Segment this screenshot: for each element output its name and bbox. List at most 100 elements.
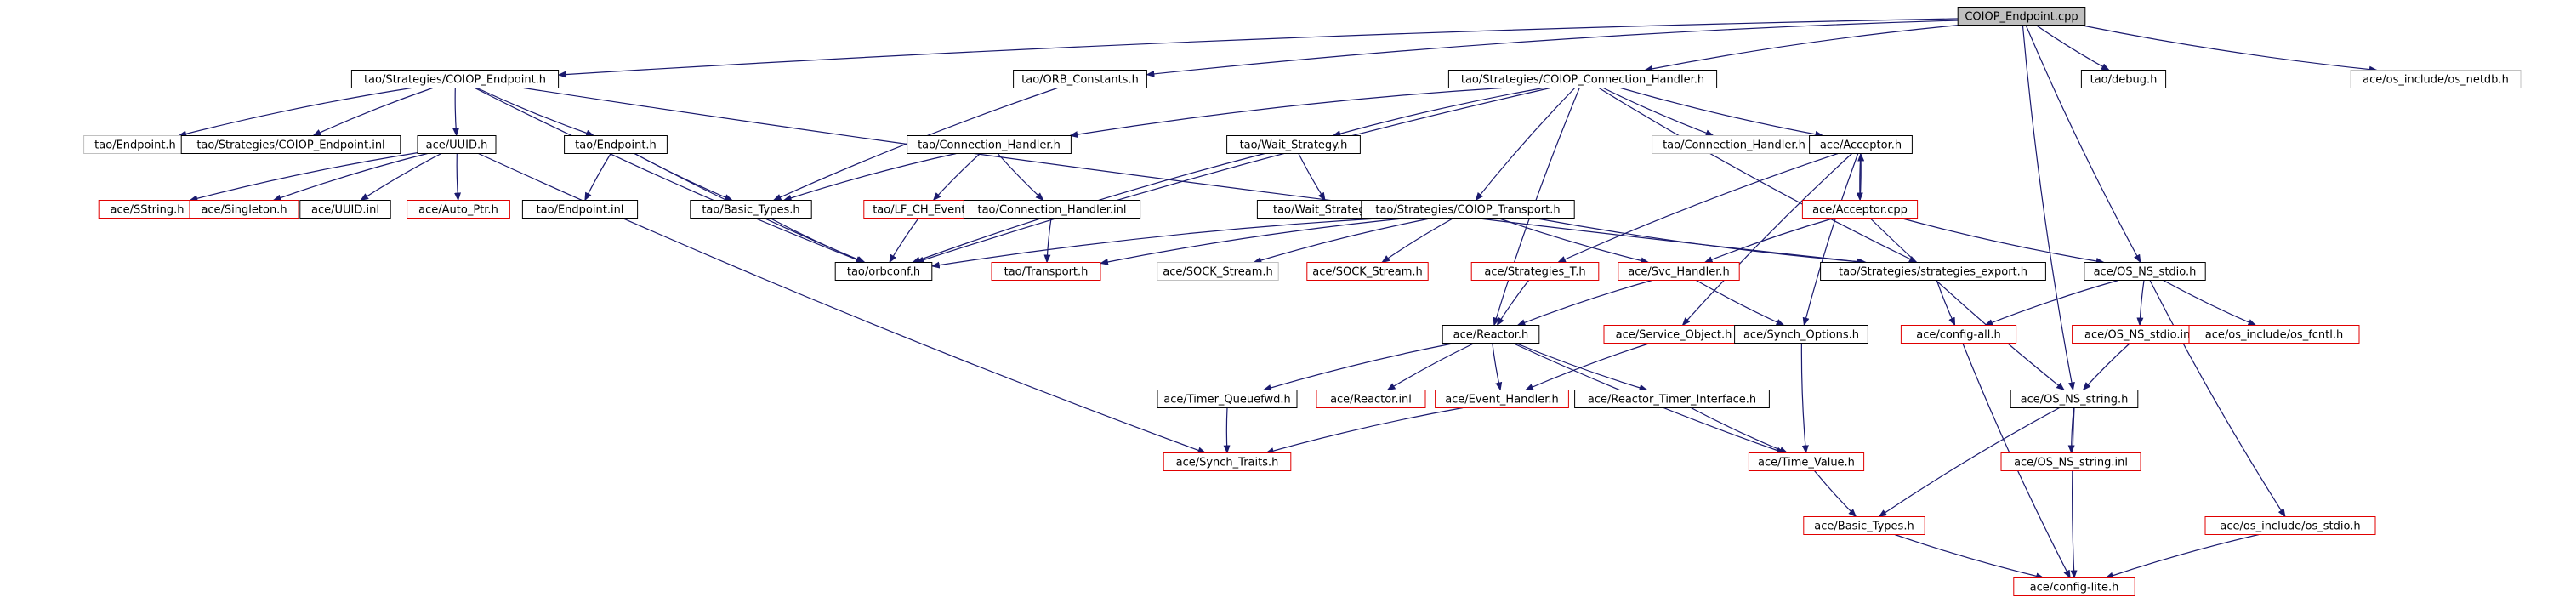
node-label: ace/Strategies_T.h [1484,266,1585,279]
node-os_netdb[interactable]: ace/os_include/os_netdb.h [2350,70,2522,88]
node-label: ace/UUID.h [426,139,488,152]
node-label: ace/os_include/os_netdb.h [2363,74,2509,87]
node-lf_ch_event[interactable]: tao/LF_CH_Event.h [863,200,986,219]
node-box [1820,262,2046,281]
node-orb_constants[interactable]: tao/ORB_Constants.h [1013,70,1147,88]
edge-acceptor_cpp-to-svc_handler_h [1703,217,1834,264]
node-box [834,262,933,281]
edge-acceptor_cpp-to-os_ns_stdio_h [1901,217,2105,265]
node-box [350,70,560,88]
node-label: ace/Singleton.h [201,204,287,217]
node-label: ace/SString.h [111,204,185,217]
edge-connection_handler_h-to-basic_types_tao [782,152,957,202]
node-transport_h[interactable]: tao/Transport.h [991,262,1101,281]
node-connection_handler_gray[interactable]: tao/Connection_Handler.h [1652,135,1817,154]
node-os_ns_stdio_h[interactable]: ace/OS_NS_stdio.h [2084,262,2206,281]
node-svc_handler_h[interactable]: ace/Svc_Handler.h [1618,262,1740,281]
node-box [1435,390,1569,408]
node-uuid_inl[interactable]: ace/UUID.inl [299,200,391,219]
edge-coiop_endpoint_h-to-tao_endpoint_h_gray [178,87,412,138]
node-box [1470,262,1600,281]
node-sstring_h[interactable]: ace/SString.h [98,200,196,219]
node-label: tao/Strategies/strategies_export.h [1839,266,2027,279]
edge-os_ns_stdio_h-to-config_all_h [1984,279,2119,327]
node-reactor_timer_iface[interactable]: ace/Reactor_Timer_Interface.h [1574,390,1770,408]
node-label: ace/OS_NS_stdio.inl [2084,329,2193,342]
node-endpoint_inl[interactable]: tao/Endpoint.inl [521,200,639,219]
edge-time_value_h-to-basic_types_ace [1814,470,1857,518]
node-event_handler_h[interactable]: ace/Event_Handler.h [1435,390,1569,408]
node-os_stdio_h[interactable]: ace/os_include/os_stdio.h [2204,516,2376,535]
edge-acceptor_h-to-synch_options_h [1802,153,1859,327]
node-strategies_t_h[interactable]: ace/Strategies_T.h [1470,262,1600,281]
node-os_ns_string_inl[interactable]: ace/OS_NS_string.inl [2000,452,2141,471]
node-strategies_export[interactable]: tao/Strategies/strategies_export.h [1820,262,2046,281]
node-tao_debug[interactable]: tao/debug.h [2080,70,2167,88]
node-box [2010,390,2139,408]
node-timer_queuefwd_h[interactable]: ace/Timer_Queuefwd.h [1157,390,1298,408]
node-connection_handler_h[interactable]: tao/Connection_Handler.h [907,135,1072,154]
node-label: tao/Wait_Strategy.h [1240,139,1348,152]
node-coiop_endpoint_inl[interactable]: tao/Strategies/COIOP_Endpoint.inl [180,135,401,154]
node-box [1734,325,1868,344]
node-singleton_h[interactable]: ace/Singleton.h [189,200,299,219]
edge-coiop_endpoint_h-to-coiop_endpoint_inl [312,87,433,137]
node-label: tao/Strategies/COIOP_Connection_Handler.… [1461,74,1704,87]
node-acceptor_cpp[interactable]: ace/Acceptor.cpp [1801,200,1919,219]
node-uuid_h[interactable]: ace/UUID.h [417,135,497,154]
node-box [1361,200,1575,219]
node-os_ns_stdio_inl[interactable]: ace/OS_NS_stdio.inl [2072,325,2206,344]
node-tao_endpoint_h[interactable]: tao/Endpoint.h [564,135,668,154]
edge-svc_handler_h-to-reactor_h [1516,279,1652,327]
node-config_all_h[interactable]: ace/config-all.h [1900,325,2017,344]
node-box [299,200,391,219]
node-label: ace/SOCK_Stream.h [1312,266,1423,279]
node-label: ace/config-all.h [1916,329,2001,342]
edge-acceptor_h-to-strategies_t_h [1557,152,1839,264]
edge-lf_ch_event-to-orbconf_h [889,218,919,264]
edge-os_ns_stdio_h-to-os_fcntl_h [2163,279,2257,327]
edge-basic_types_ace-to-config_lite_h [1894,533,2044,580]
edge-root-to-coiop_endpoint_h [557,18,1959,78]
node-label: tao/Endpoint.h [575,139,657,152]
node-basic_types_tao[interactable]: tao/Basic_Types.h [690,200,812,219]
node-sock_stream_red[interactable]: ace/SOCK_Stream.h [1306,262,1429,281]
node-label: ace/Acceptor.h [1820,139,1902,152]
node-time_value_h[interactable]: ace/Time_Value.h [1748,452,1865,471]
node-root[interactable]: COIOP_Endpoint.cpp [1957,7,2086,26]
node-box [1748,452,1865,471]
node-coiop_endpoint_h[interactable]: tao/Strategies/COIOP_Endpoint.h [350,70,560,88]
edge-uuid_h-to-uuid_inl [360,152,442,202]
node-os_ns_string_h[interactable]: ace/OS_NS_string.h [2010,390,2139,408]
node-box [2204,516,2376,535]
node-box [1163,452,1292,471]
node-synch_traits_h[interactable]: ace/Synch_Traits.h [1163,452,1292,471]
node-synch_options_h[interactable]: ace/Synch_Options.h [1734,325,1868,344]
edge-os_ns_stdio_h-to-os_ns_stdio_inl [2136,280,2145,327]
node-label: tao/Wait_Strategy.inl [1273,204,1387,217]
node-reactor_h[interactable]: ace/Reactor.h [1442,325,1540,344]
node-tao_endpoint_h_gray[interactable]: tao/Endpoint.h [83,135,187,154]
node-reactor_inl[interactable]: ace/Reactor.inl [1316,390,1426,408]
node-auto_ptr_h[interactable]: ace/Auto_Ptr.h [407,200,510,219]
node-service_object_h[interactable]: ace/Service_Object.h [1603,325,1744,344]
node-acceptor_h[interactable]: ace/Acceptor.h [1809,135,1913,154]
node-label: ace/UUID.inl [311,204,379,217]
node-label: ace/os_include/os_fcntl.h [2205,329,2343,342]
node-coiop_conn_handler[interactable]: tao/Strategies/COIOP_Connection_Handler.… [1447,70,1718,88]
node-label: tao/Strategies/COIOP_Transport.h [1375,204,1560,217]
node-config_lite_h[interactable]: ace/config-lite.h [2013,577,2135,596]
edge-coiop_endpoint_h-to-strategies_export [523,87,1866,265]
node-coiop_transport_h[interactable]: tao/Strategies/COIOP_Transport.h [1361,200,1575,219]
edge-acceptor_cpp-to-acceptor_h [1857,152,1865,201]
node-connection_handler_inl[interactable]: tao/Connection_Handler.inl [963,200,1141,219]
node-wait_strategy_h[interactable]: tao/Wait_Strategy.h [1226,135,1361,154]
node-basic_types_ace[interactable]: ace/Basic_Types.h [1803,516,1925,535]
node-os_fcntl_h[interactable]: ace/os_include/os_fcntl.h [2188,325,2360,344]
node-sock_stream_gray[interactable]: ace/SOCK_Stream.h [1157,262,1279,281]
node-orbconf_h[interactable]: tao/orbconf.h [834,262,933,281]
node-box [2000,452,2141,471]
edge-coiop_transport_h-to-transport_h [1100,217,1407,265]
node-label: tao/orbconf.h [847,266,920,279]
